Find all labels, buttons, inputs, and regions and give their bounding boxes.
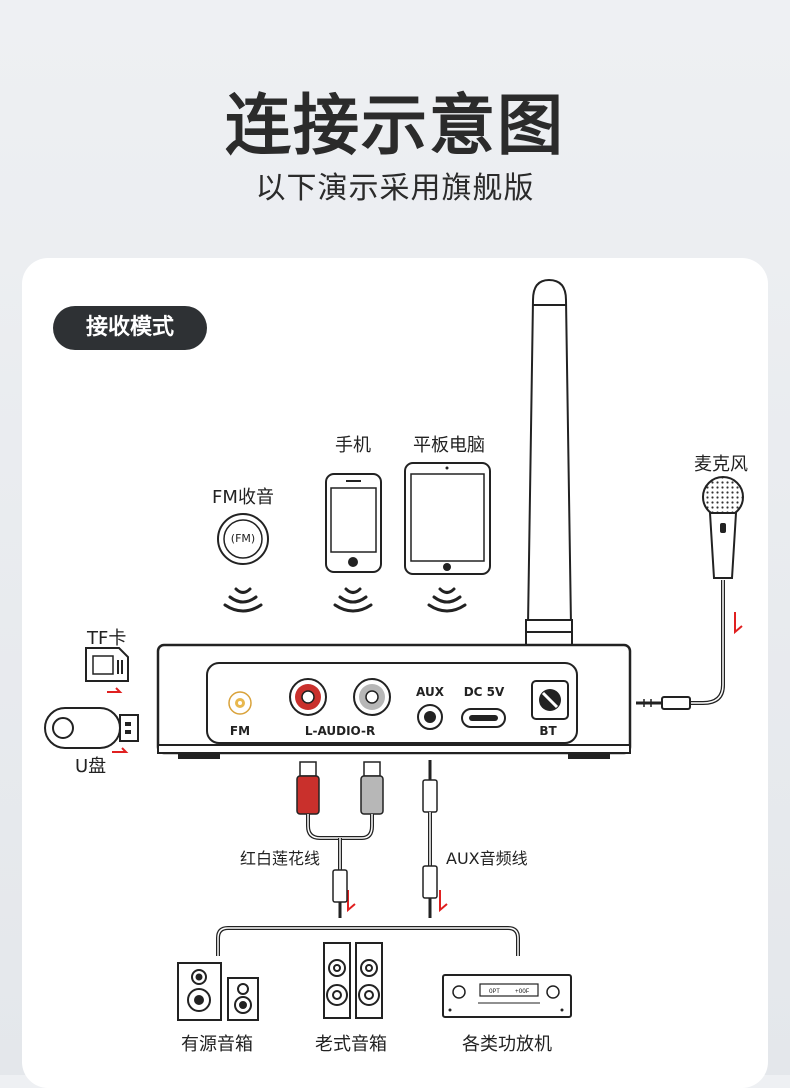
usb-disk-icon: [44, 707, 139, 749]
signal-tablet-icon: [427, 587, 467, 613]
output-bracket: [216, 926, 520, 956]
port-label-bt: BT: [539, 724, 557, 738]
signal-fm-icon: [223, 587, 263, 613]
port-label-dc: DC 5V: [463, 685, 505, 699]
fm-radio-label: FM收音: [212, 487, 274, 508]
fm-radio-badge-text: (FM): [230, 532, 256, 545]
page-title: 连接示意图: [225, 87, 565, 164]
port-label-audio: L-AUDIO-R: [304, 724, 376, 738]
rca-cable: [296, 761, 384, 918]
classic-speaker-label: 老式音箱: [315, 1034, 387, 1055]
amp-display-left: OPT: [489, 988, 500, 995]
port-label-fm: FM: [229, 724, 251, 738]
rca-red-port: [289, 678, 327, 716]
port-label-aux: AUX: [416, 685, 444, 699]
aux-port: [417, 704, 443, 730]
signal-phone-icon: [333, 587, 373, 613]
tf-card-label: TF卡: [87, 628, 127, 649]
red-arrow-icons: [107, 612, 743, 913]
aux-cable-label: AUX音频线: [446, 849, 528, 868]
amplifier-label: 各类功放机: [462, 1034, 552, 1055]
bt-antenna-base: [531, 680, 569, 720]
rca-cable-label: 红白莲花线: [240, 849, 321, 868]
receiver-device: [156, 643, 632, 759]
tablet-icon: [404, 462, 491, 575]
dc-port: [461, 708, 506, 728]
fm-radio-icon: [217, 513, 269, 565]
page-subtitle: 以下演示采用旗舰版: [255, 171, 535, 206]
mode-badge: 接收模式: [53, 306, 207, 350]
active-speaker-label: 有源音箱: [181, 1034, 253, 1055]
phone-icon: [325, 473, 382, 573]
phone-label: 手机: [335, 435, 371, 456]
fm-port: [228, 691, 252, 715]
microphone-icon: [636, 476, 744, 710]
classic-speaker-icon: [323, 942, 383, 1019]
amplifier-icon: OPT +OOF: [442, 974, 572, 1018]
amp-display-right: +OOF: [515, 988, 530, 995]
tf-card-icon: [85, 647, 129, 682]
active-speaker-icon: [177, 962, 259, 1021]
usb-disk-label: U盘: [75, 756, 107, 777]
microphone-label: 麦克风: [694, 454, 748, 475]
rca-white-port: [353, 678, 391, 716]
tablet-label: 平板电脑: [413, 435, 485, 456]
aux-cable: [422, 760, 438, 918]
